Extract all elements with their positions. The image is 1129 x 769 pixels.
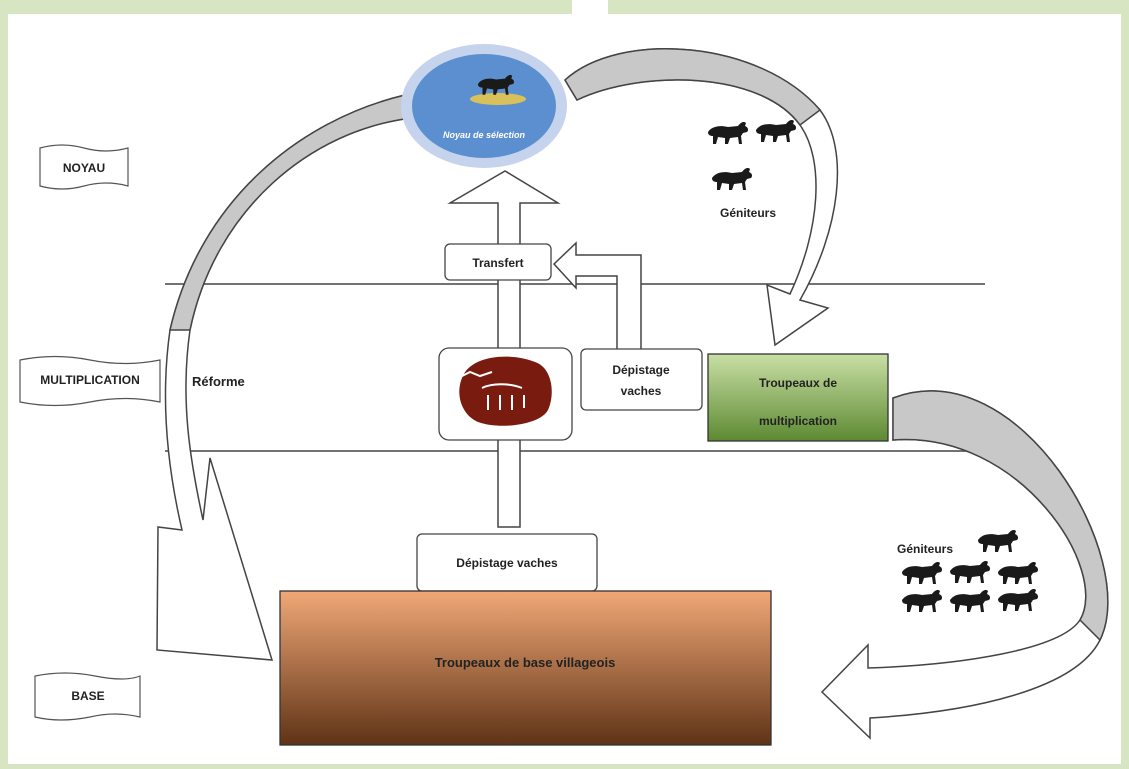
nucleus-label: Noyau de sélection xyxy=(443,130,526,140)
top-bar-gap xyxy=(572,0,608,14)
nucleus-to-multiplication-arrow xyxy=(564,48,839,347)
multiplication-herds-line1: Troupeaux de xyxy=(759,376,837,390)
breeders-top-group: Géniteurs xyxy=(708,120,797,220)
transfer-label: Transfert xyxy=(472,256,523,270)
multiplication-herds-node: Troupeaux de multiplication xyxy=(707,353,889,442)
breeders-bottom-group: Géniteurs xyxy=(897,530,1039,612)
base-herds-label: Troupeaux de base villageois xyxy=(435,655,616,670)
level-label-noyau: NOYAU xyxy=(63,161,105,175)
culling-arrow xyxy=(156,94,413,661)
nucleus-core xyxy=(412,54,556,158)
breeders-bottom-label: Géniteurs xyxy=(897,542,953,556)
cattle-logo-node xyxy=(438,347,573,441)
multiplication-herds-line2: multiplication xyxy=(759,414,837,428)
level-banner-multiplication: MULTIPLICATION xyxy=(19,355,161,407)
breeders-top-label: Géniteurs xyxy=(720,206,776,220)
nucleus-node: Noyau de sélection xyxy=(401,44,567,168)
top-bar-right xyxy=(608,0,1129,14)
screening-base-node: Dépistage vaches xyxy=(416,533,598,592)
top-bar-left xyxy=(0,0,572,14)
culling-label: Réforme xyxy=(192,374,245,389)
level-label-multiplication: MULTIPLICATION xyxy=(40,373,140,387)
level-label-base: BASE xyxy=(71,689,104,703)
screening-mid-node: Dépistage vaches xyxy=(580,348,703,411)
cattle-logo-icon xyxy=(459,356,552,426)
level-banner-noyau: NOYAU xyxy=(39,144,129,190)
screening-mid-line2: vaches xyxy=(621,384,662,398)
multiplication-to-base-arrow xyxy=(820,390,1109,740)
base-herds-node: Troupeaux de base villageois xyxy=(279,590,772,746)
level-banner-base: BASE xyxy=(34,672,141,721)
screening-mid-line1: Dépistage xyxy=(612,363,670,377)
bull-icon xyxy=(470,75,526,105)
screening-base-label: Dépistage vaches xyxy=(456,556,558,570)
transfer-node: Transfert xyxy=(444,243,552,281)
